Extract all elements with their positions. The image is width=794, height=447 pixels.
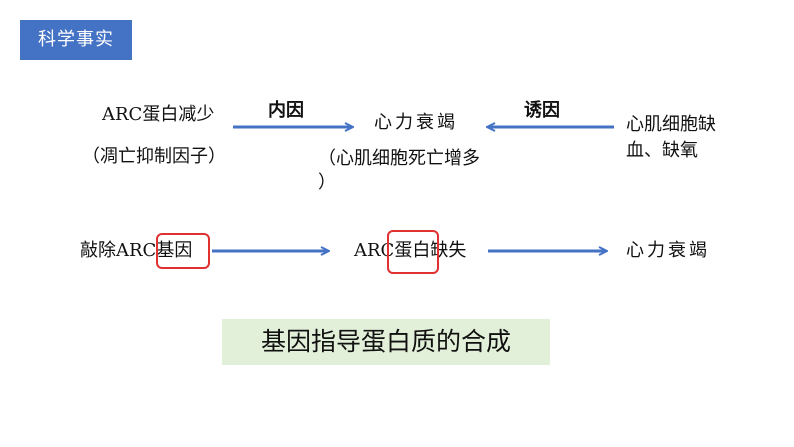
arc-missing-text: ARC蛋白缺失 (354, 240, 466, 262)
heart-failure-text: 心力衰竭 (374, 112, 458, 133)
ischemia-line1: 心肌细胞缺 (626, 114, 716, 135)
arc-missing: 缺失 (430, 240, 467, 261)
external-cause-label: 诱因 (524, 100, 560, 121)
ischemia-line2: 血、缺氧 (626, 140, 698, 161)
internal-cause-label: 内因 (268, 100, 304, 121)
knockout-text: 敲除ARC基因 (80, 240, 192, 262)
heart-note-line2: ） (318, 172, 336, 193)
title-badge: 科学事实 (20, 20, 132, 60)
arc-reduced-text: ARC蛋白减少 (102, 104, 215, 125)
heart-failure-result-text: 心力衰竭 (626, 240, 710, 261)
knockout-prefix: 敲除ARC (80, 240, 157, 261)
arc-prefix: ARC (354, 240, 395, 261)
knockout-gene: 基因 (156, 240, 193, 261)
protein-highlight-box (387, 230, 439, 274)
arc-note-text: （凋亡抑制因子） (82, 146, 226, 167)
arc-protein: 蛋白 (394, 240, 431, 261)
conclusion-box: 基因指导蛋白质的合成 (222, 319, 550, 365)
gene-highlight-box (156, 233, 210, 269)
heart-note-line1: （心肌细胞死亡增多 (318, 148, 480, 169)
